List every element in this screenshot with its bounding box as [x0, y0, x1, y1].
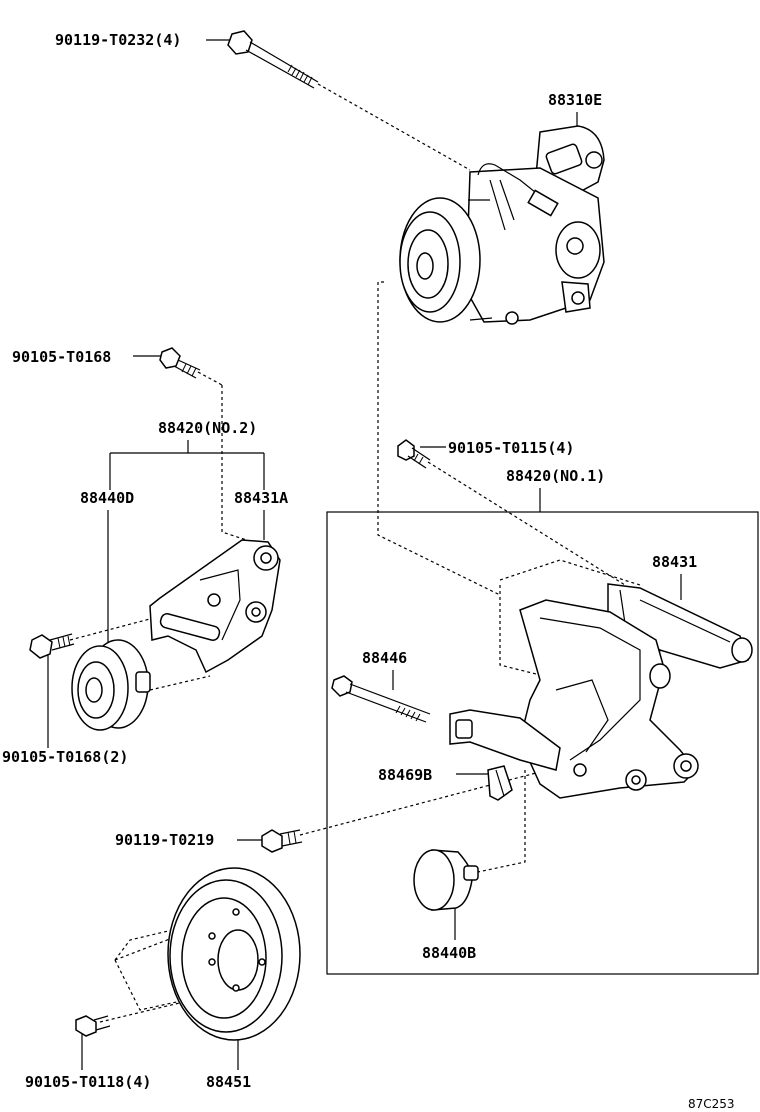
label-crank-pulley[interactable]: 88451	[206, 1073, 251, 1091]
idler-pulley-88440b[interactable]	[413, 849, 479, 911]
label-bolt-top[interactable]: 90119-T0232(4)	[55, 31, 181, 49]
bolt-left-top[interactable]	[159, 347, 201, 379]
label-bracket-no2[interactable]: 88420(NO.2)	[158, 419, 257, 437]
label-bolt-lower[interactable]: 90119-T0219	[115, 831, 214, 849]
bracket-no1-group-box	[326, 511, 759, 975]
crankshaft-pulley-88451[interactable]	[167, 867, 301, 1041]
bolt-lower[interactable]	[261, 829, 303, 853]
label-plate-88469b[interactable]: 88469B	[378, 766, 432, 784]
label-bolt-88446[interactable]: 88446	[362, 649, 407, 667]
bolt-left-mid[interactable]	[29, 633, 75, 659]
label-idler-pulley-d[interactable]: 88440D	[80, 489, 134, 507]
label-bracket-no1[interactable]: 88420(NO.1)	[506, 467, 605, 485]
bracket-88431a[interactable]	[149, 539, 281, 674]
bracket-88420-no1[interactable]	[449, 599, 699, 799]
label-bolt-left-mid[interactable]: 90105-T0168(2)	[2, 748, 128, 766]
ac-compressor[interactable]	[399, 125, 605, 325]
label-compressor[interactable]: 88310E	[548, 91, 602, 109]
label-bolt-right[interactable]: 90105-T0115(4)	[448, 439, 574, 457]
bolt-top[interactable]	[227, 30, 319, 89]
figure-code: 87C253	[688, 1097, 735, 1111]
label-bolt-left-top[interactable]: 90105-T0168	[12, 348, 111, 366]
label-bracket-88431[interactable]: 88431	[652, 553, 697, 571]
label-bolt-bottom[interactable]: 90105-T0118(4)	[25, 1073, 151, 1091]
bolt-bottom[interactable]	[75, 1015, 111, 1037]
plate-88469b[interactable]	[487, 765, 513, 801]
label-idler-pulley-b[interactable]: 88440B	[422, 944, 476, 962]
bolt-88446[interactable]	[331, 675, 431, 723]
label-bracket-a[interactable]: 88431A	[234, 489, 288, 507]
idler-pulley-88440d[interactable]	[71, 639, 151, 731]
bolt-right[interactable]	[397, 439, 431, 469]
leader-lines	[47, 39, 682, 1070]
